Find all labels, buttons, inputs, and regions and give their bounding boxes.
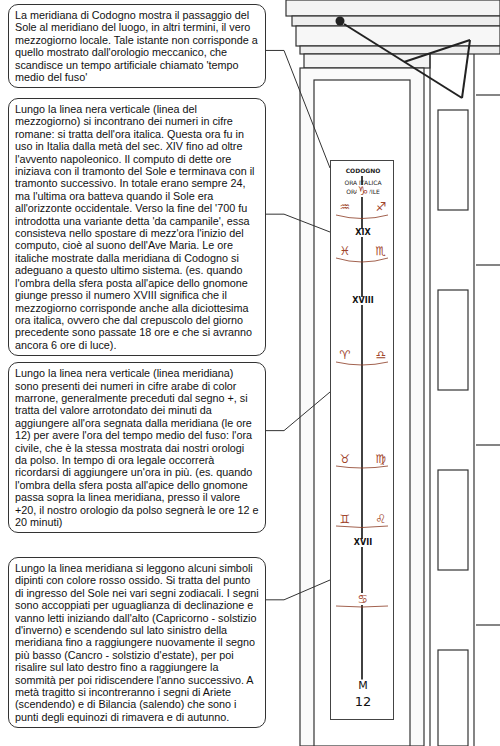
dial-mark: ♎	[376, 349, 387, 361]
note-text: La meridiana di Codogno mostra il passag…	[15, 9, 259, 83]
note-box: Lungo la linea nera verticale (linea del…	[8, 98, 266, 356]
dial-mark: ♓	[340, 245, 351, 257]
dial-mark: 12	[354, 695, 373, 708]
dial-mark: ♋	[357, 593, 370, 605]
note-text: Lungo la linea nera verticale (linea mer…	[15, 367, 259, 528]
leader-line	[266, 392, 330, 431]
dial-mark: ♉	[340, 453, 351, 465]
dial-mark: ♒	[340, 201, 351, 213]
leader-line	[266, 580, 330, 600]
dial-mark: CODOGNO	[346, 168, 381, 174]
note-box: La meridiana di Codogno mostra il passag…	[8, 4, 266, 88]
dial-mark: XVIII	[351, 297, 374, 305]
dial-mark: XVII	[353, 539, 373, 547]
dial-mark: ♐	[376, 201, 387, 213]
dial-mark: M	[357, 680, 369, 691]
note-box: Lungo la linea meridiana si leggono alcu…	[8, 557, 266, 728]
dial-mark: XIX	[354, 229, 371, 237]
leader-line	[266, 50, 330, 168]
dial-mark: ♌	[376, 513, 387, 525]
note-text: Lungo la linea nera verticale (linea del…	[15, 103, 259, 351]
dial-mark: ♏	[376, 245, 387, 257]
dial-mark: ♊	[340, 513, 351, 525]
leader-line	[266, 214, 330, 232]
dial-mark: ♑	[357, 185, 370, 197]
note-text: Lungo la linea meridiana si leggono alcu…	[15, 562, 259, 723]
dial-mark: ♈	[340, 349, 351, 361]
dial-mark: ♍	[376, 453, 387, 465]
note-box: Lungo la linea nera verticale (linea mer…	[8, 362, 266, 533]
meridian-plate: CODOGNOORA ITALICAORA CIVILE♑♒♐XIX♓♏XVII…	[330, 160, 394, 720]
